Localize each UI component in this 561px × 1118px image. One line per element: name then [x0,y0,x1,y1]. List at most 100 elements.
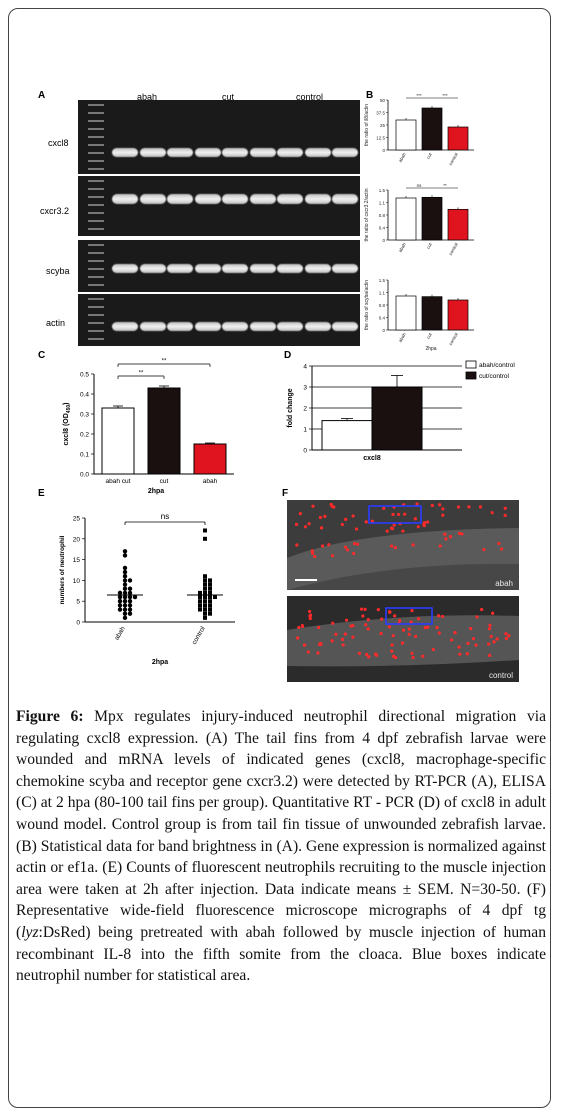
data-point [208,599,212,604]
neutrophil [364,623,368,627]
neutrophil [310,551,315,555]
x-tick-label: control [448,242,459,256]
ladder-band [88,252,104,254]
gel-band [249,194,276,204]
x-axis-label: cxcl8 [363,455,381,462]
x-tick-label: abah [203,478,218,485]
data-point [208,590,212,595]
neutrophil [403,512,407,516]
data-point [203,595,207,600]
gel-band [222,148,248,157]
y-tick-label: 0.1 [80,452,89,459]
x-tick-label: abah [398,152,408,164]
caption-text-1: Mpx regulates injury-induced neutrophil … [16,708,547,941]
neutrophil [488,623,492,627]
gel-band [167,194,193,204]
neutrophil [457,645,461,649]
neutrophil [352,551,356,556]
neutrophil [436,614,441,618]
neutrophil [345,548,350,552]
bar [395,295,417,331]
data-point [127,611,133,616]
gel-band [139,148,166,157]
neutrophil [310,549,314,553]
micrograph-label-top: abah [495,579,513,588]
data-point [203,574,207,579]
neutrophil [393,655,398,660]
gel-band [304,194,331,204]
ladder-band [88,120,104,122]
neutrophil [487,627,492,631]
gel-band [112,322,138,331]
y-tick-label: 37.5 [376,111,385,116]
y-tick-label: 1 [303,427,307,434]
neutrophil [441,614,445,619]
data-point [122,607,128,612]
data-point [117,594,123,600]
data-point [198,603,202,608]
bar [395,197,417,241]
neutrophil [340,637,345,641]
neutrophil [426,520,430,524]
statistical-area-box [368,505,422,524]
data-point [127,599,133,604]
neutrophil [308,613,313,617]
data-point [203,603,207,608]
panel-letter-a: A [38,90,46,101]
y-tick-label: 0 [76,620,80,627]
neutrophil [391,512,395,517]
neutrophil [413,517,417,521]
neutrophil [430,503,434,508]
data-point [203,599,207,604]
y-tick-label: 0 [303,448,307,455]
gel-cxcl8 [78,100,360,174]
y-tick-label: 0.4 [80,392,89,399]
neutrophil [397,618,402,623]
neutrophil [489,634,493,639]
neutrophil [382,506,386,510]
neutrophil [475,615,479,619]
panel-letter-d: D [284,350,292,361]
ladder-band [88,314,104,316]
neutrophil [507,634,511,638]
gel-band [222,322,248,331]
gel-band [112,194,138,204]
ladder-band [88,128,104,130]
x-tick-label: abah [398,242,408,254]
neutrophil [453,631,457,635]
neutrophil [308,616,312,621]
data-point [127,607,133,612]
neutrophil [416,525,420,529]
neutrophil [437,631,441,635]
ladder-band [88,212,104,214]
neutrophil [490,511,494,515]
y-tick-label: 1.5 [379,278,386,283]
ladder-band [88,136,104,138]
gel-band [194,148,221,157]
y-tick-label: 4 [303,364,307,371]
data-point [203,586,207,591]
data-point [127,590,133,596]
neutrophil [411,543,415,547]
neutrophil [297,625,301,630]
statistical-area-box [385,607,433,625]
neutrophil [379,631,383,636]
x-tick-label: cut [426,151,434,159]
neutrophil [323,514,327,518]
neutrophil [367,655,371,659]
neutrophil [318,641,323,646]
neutrophil [435,625,439,630]
neutrophil [302,643,307,647]
neutrophil [415,502,419,506]
gel-band [332,194,358,204]
neutrophil [504,636,509,641]
neutrophil [487,642,491,646]
y-tick-label: 5 [76,599,80,606]
neutrophil [344,618,349,622]
y-tick-label: 1.1 [379,201,386,206]
ladder-band [88,260,104,262]
neutrophil [331,621,335,625]
